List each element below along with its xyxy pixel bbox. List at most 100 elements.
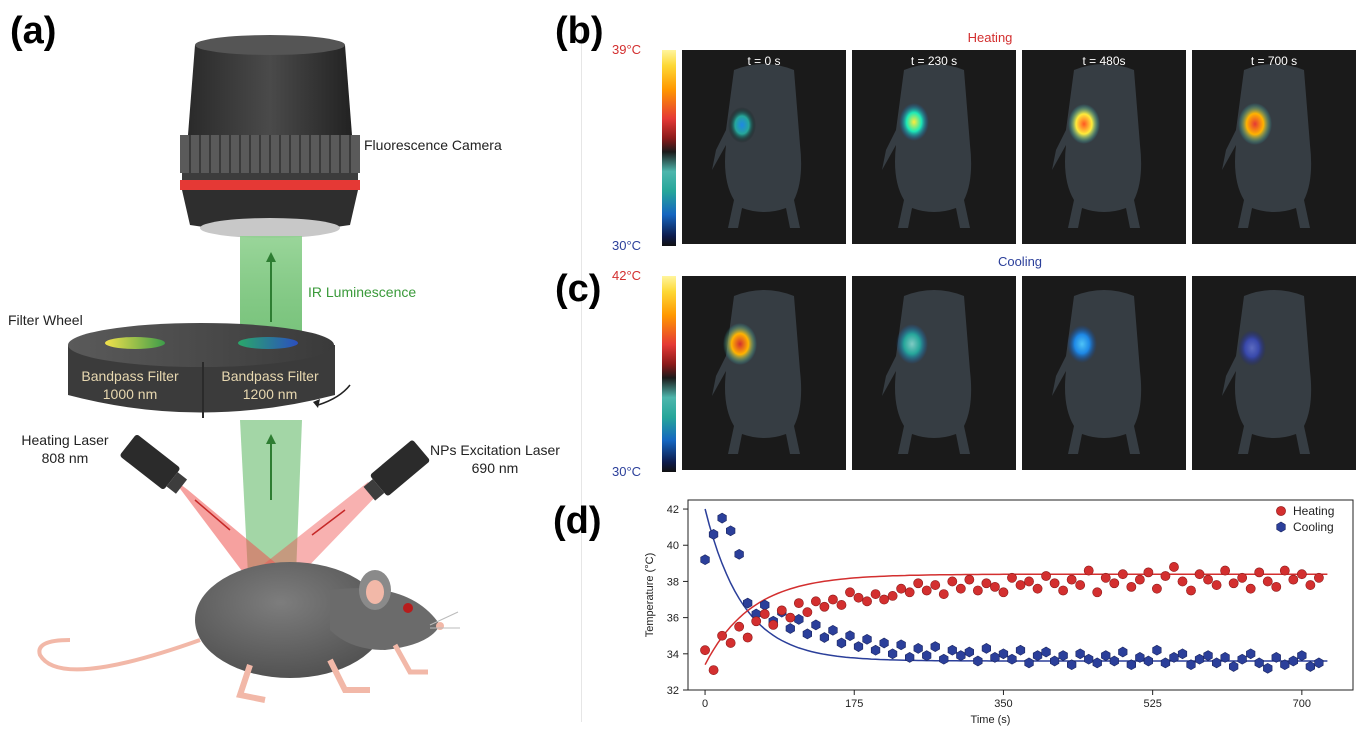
heating-point <box>1058 585 1069 596</box>
cooling-image-3 <box>1022 276 1186 470</box>
heating-point <box>1024 576 1034 587</box>
y-axis-label: Temperature (°C) <box>644 553 656 637</box>
time-label-700: t = 700 s <box>1250 54 1298 68</box>
hot-spot <box>1238 330 1266 366</box>
cooling-point <box>981 643 992 654</box>
cooling-point <box>862 633 872 645</box>
heating-point <box>1177 576 1188 587</box>
cooling-point <box>1143 655 1154 667</box>
heating-point <box>1126 581 1137 592</box>
excitation-laser-label: NPs Excitation Laser <box>430 442 560 458</box>
heating-title: Heating <box>967 30 1013 45</box>
heating-point <box>1075 580 1086 590</box>
heating-point <box>1254 567 1265 578</box>
heating-laser-label: Heating Laser <box>21 432 109 448</box>
plot-frame <box>687 499 1354 691</box>
heating-point <box>810 596 821 607</box>
cooling-point <box>743 597 753 609</box>
cooling-image-2 <box>852 276 1016 470</box>
cooling-point <box>922 650 932 661</box>
cooling-point <box>1288 655 1299 667</box>
cooling-point <box>1186 659 1196 671</box>
heating-laser-beam <box>172 478 290 575</box>
rotation-arrow-icon <box>313 399 320 408</box>
filter2-name: Bandpass Filter <box>221 368 319 384</box>
thermal-svg <box>712 64 802 228</box>
cooling-point <box>1194 653 1205 665</box>
heating-point <box>870 589 881 599</box>
cooling-point <box>828 624 838 636</box>
cooling-point <box>879 637 889 649</box>
heating-point <box>1271 581 1282 592</box>
heating-point <box>793 598 804 609</box>
heating-laser-wavelength: 808 nm <box>41 450 89 466</box>
cooling-point <box>1177 648 1188 660</box>
filter2-wavelength: 1200 nm <box>242 386 298 402</box>
legend-cooling-label: Cooling <box>1293 520 1334 534</box>
heating-point <box>981 578 992 589</box>
heating-point <box>1305 580 1316 590</box>
thermal-svg <box>712 290 802 454</box>
heating-point <box>1211 580 1222 590</box>
heating-point <box>1134 574 1145 585</box>
cooling-point <box>836 637 847 649</box>
heating-point <box>751 616 762 627</box>
heating-point <box>964 574 975 585</box>
panel-label-d: (d) <box>553 500 602 542</box>
cooling-scale-max: 42°C <box>612 268 642 283</box>
cooling-point <box>1049 655 1060 667</box>
cooling-point <box>964 646 975 658</box>
hot-spot <box>899 103 929 141</box>
panel-label-b: (b) <box>555 10 604 52</box>
cooling-point <box>760 599 770 611</box>
hot-spot <box>1067 325 1097 363</box>
heating-point <box>768 619 779 630</box>
heating-point <box>1279 565 1290 576</box>
heating-point <box>819 601 830 612</box>
hot-spot <box>1068 104 1100 144</box>
filter-wheel <box>68 323 351 418</box>
x-tick-label: 350 <box>994 698 1012 710</box>
y-tick-label: 38 <box>667 576 679 588</box>
cooling-point <box>1220 652 1230 663</box>
camera-label: Fluorescence Camera <box>364 137 502 153</box>
heating-point <box>1194 569 1205 580</box>
legend-cooling-marker <box>1276 521 1286 533</box>
panel-label-c: (c) <box>555 268 602 310</box>
cooling-point <box>1211 657 1222 669</box>
mouse-silhouette <box>1222 64 1312 228</box>
cooling-point <box>904 652 915 663</box>
cooling-point <box>1032 650 1043 661</box>
hot-spot <box>896 324 928 364</box>
heating-point <box>742 632 753 643</box>
heating-point <box>1160 571 1171 581</box>
heating-point <box>759 609 770 619</box>
arrow-up-icon <box>266 252 276 262</box>
heating-point <box>845 587 855 598</box>
heating-point <box>1117 569 1128 580</box>
cooling-point <box>1024 657 1034 669</box>
heating-point <box>913 578 924 589</box>
cooling-point <box>998 648 1009 660</box>
heating-point <box>862 596 872 607</box>
legend-heating-marker <box>1276 506 1286 516</box>
heating-point <box>1049 578 1060 589</box>
thermal-svg <box>1052 64 1142 228</box>
x-axis-label: Time (s) <box>971 714 1011 726</box>
cooling-point <box>1263 662 1273 674</box>
cooling-point <box>1160 657 1171 669</box>
mouse-silhouette <box>1222 290 1312 454</box>
cooling-point <box>1118 646 1128 658</box>
cooling-point <box>708 529 719 540</box>
heating-point <box>1262 576 1273 587</box>
cooling-point <box>785 623 795 634</box>
hot-spot <box>1238 103 1272 145</box>
heating-point <box>785 612 796 623</box>
y-tick-label: 36 <box>667 613 679 625</box>
cooling-point <box>1314 657 1324 669</box>
heating-point <box>990 581 1000 592</box>
cooling-point <box>870 644 881 656</box>
heating-point <box>879 594 889 605</box>
cooling-point <box>1041 646 1051 658</box>
heating-point <box>921 585 932 596</box>
